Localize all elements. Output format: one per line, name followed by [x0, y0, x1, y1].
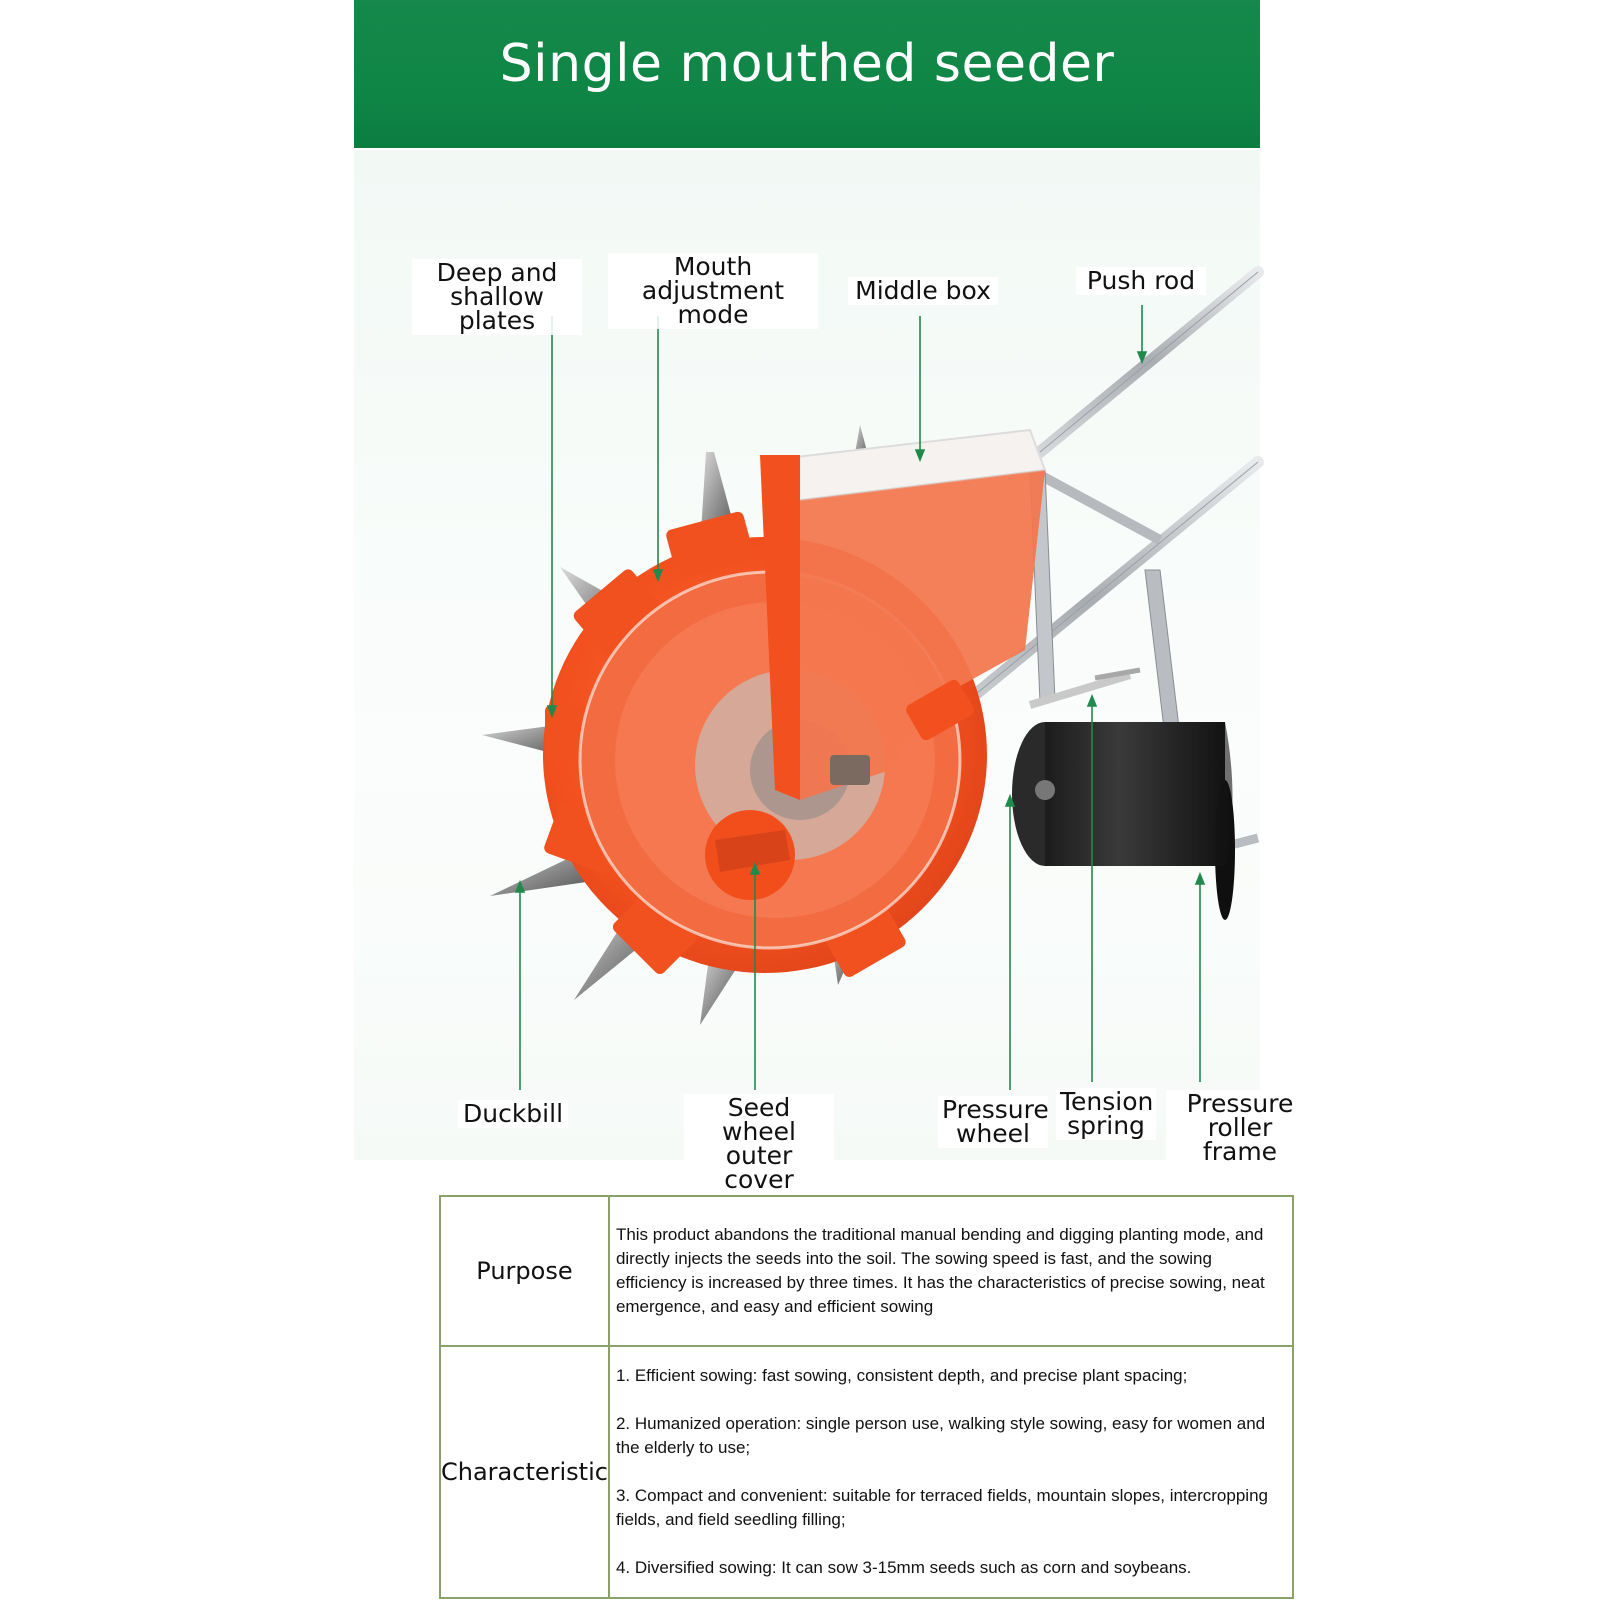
table-row-characteristic: Characteristic 1. Efficient sowing: fast… — [439, 1345, 1295, 1599]
characteristic-item: 2. Humanized operation: single person us… — [615, 1414, 1266, 1457]
characteristic-item: 3. Compact and convenient: suitable for … — [615, 1486, 1268, 1529]
middle-box — [760, 428, 1047, 800]
tension-spring — [1028, 667, 1141, 709]
pressure-roller — [1012, 722, 1235, 920]
seeder-diagram — [482, 266, 1264, 1090]
purpose-text: This product abandons the traditional ma… — [607, 1195, 1295, 1347]
callout-lines — [514, 305, 1206, 1090]
banner-title: Single mouthed seeder — [499, 34, 1115, 94]
title-banner: Single mouthed seeder — [354, 0, 1260, 148]
label-push-rod: Push rod — [1076, 267, 1206, 295]
characteristic-list: 1. Efficient sowing: fast sowing, consis… — [607, 1345, 1295, 1599]
characteristic-label: Characteristic — [439, 1345, 610, 1599]
spec-table: Purpose This product abandons the tradit… — [439, 1195, 1295, 1599]
characteristic-item: 4. Diversified sowing: It can sow 3-15mm… — [615, 1558, 1192, 1577]
purpose-label: Purpose — [439, 1195, 610, 1347]
table-row-purpose: Purpose This product abandons the tradit… — [439, 1195, 1295, 1347]
label-duckbill: Duckbill — [458, 1100, 568, 1128]
label-middle-box: Middle box — [848, 277, 998, 305]
characteristic-item: 1. Efficient sowing: fast sowing, consis… — [615, 1366, 1188, 1385]
